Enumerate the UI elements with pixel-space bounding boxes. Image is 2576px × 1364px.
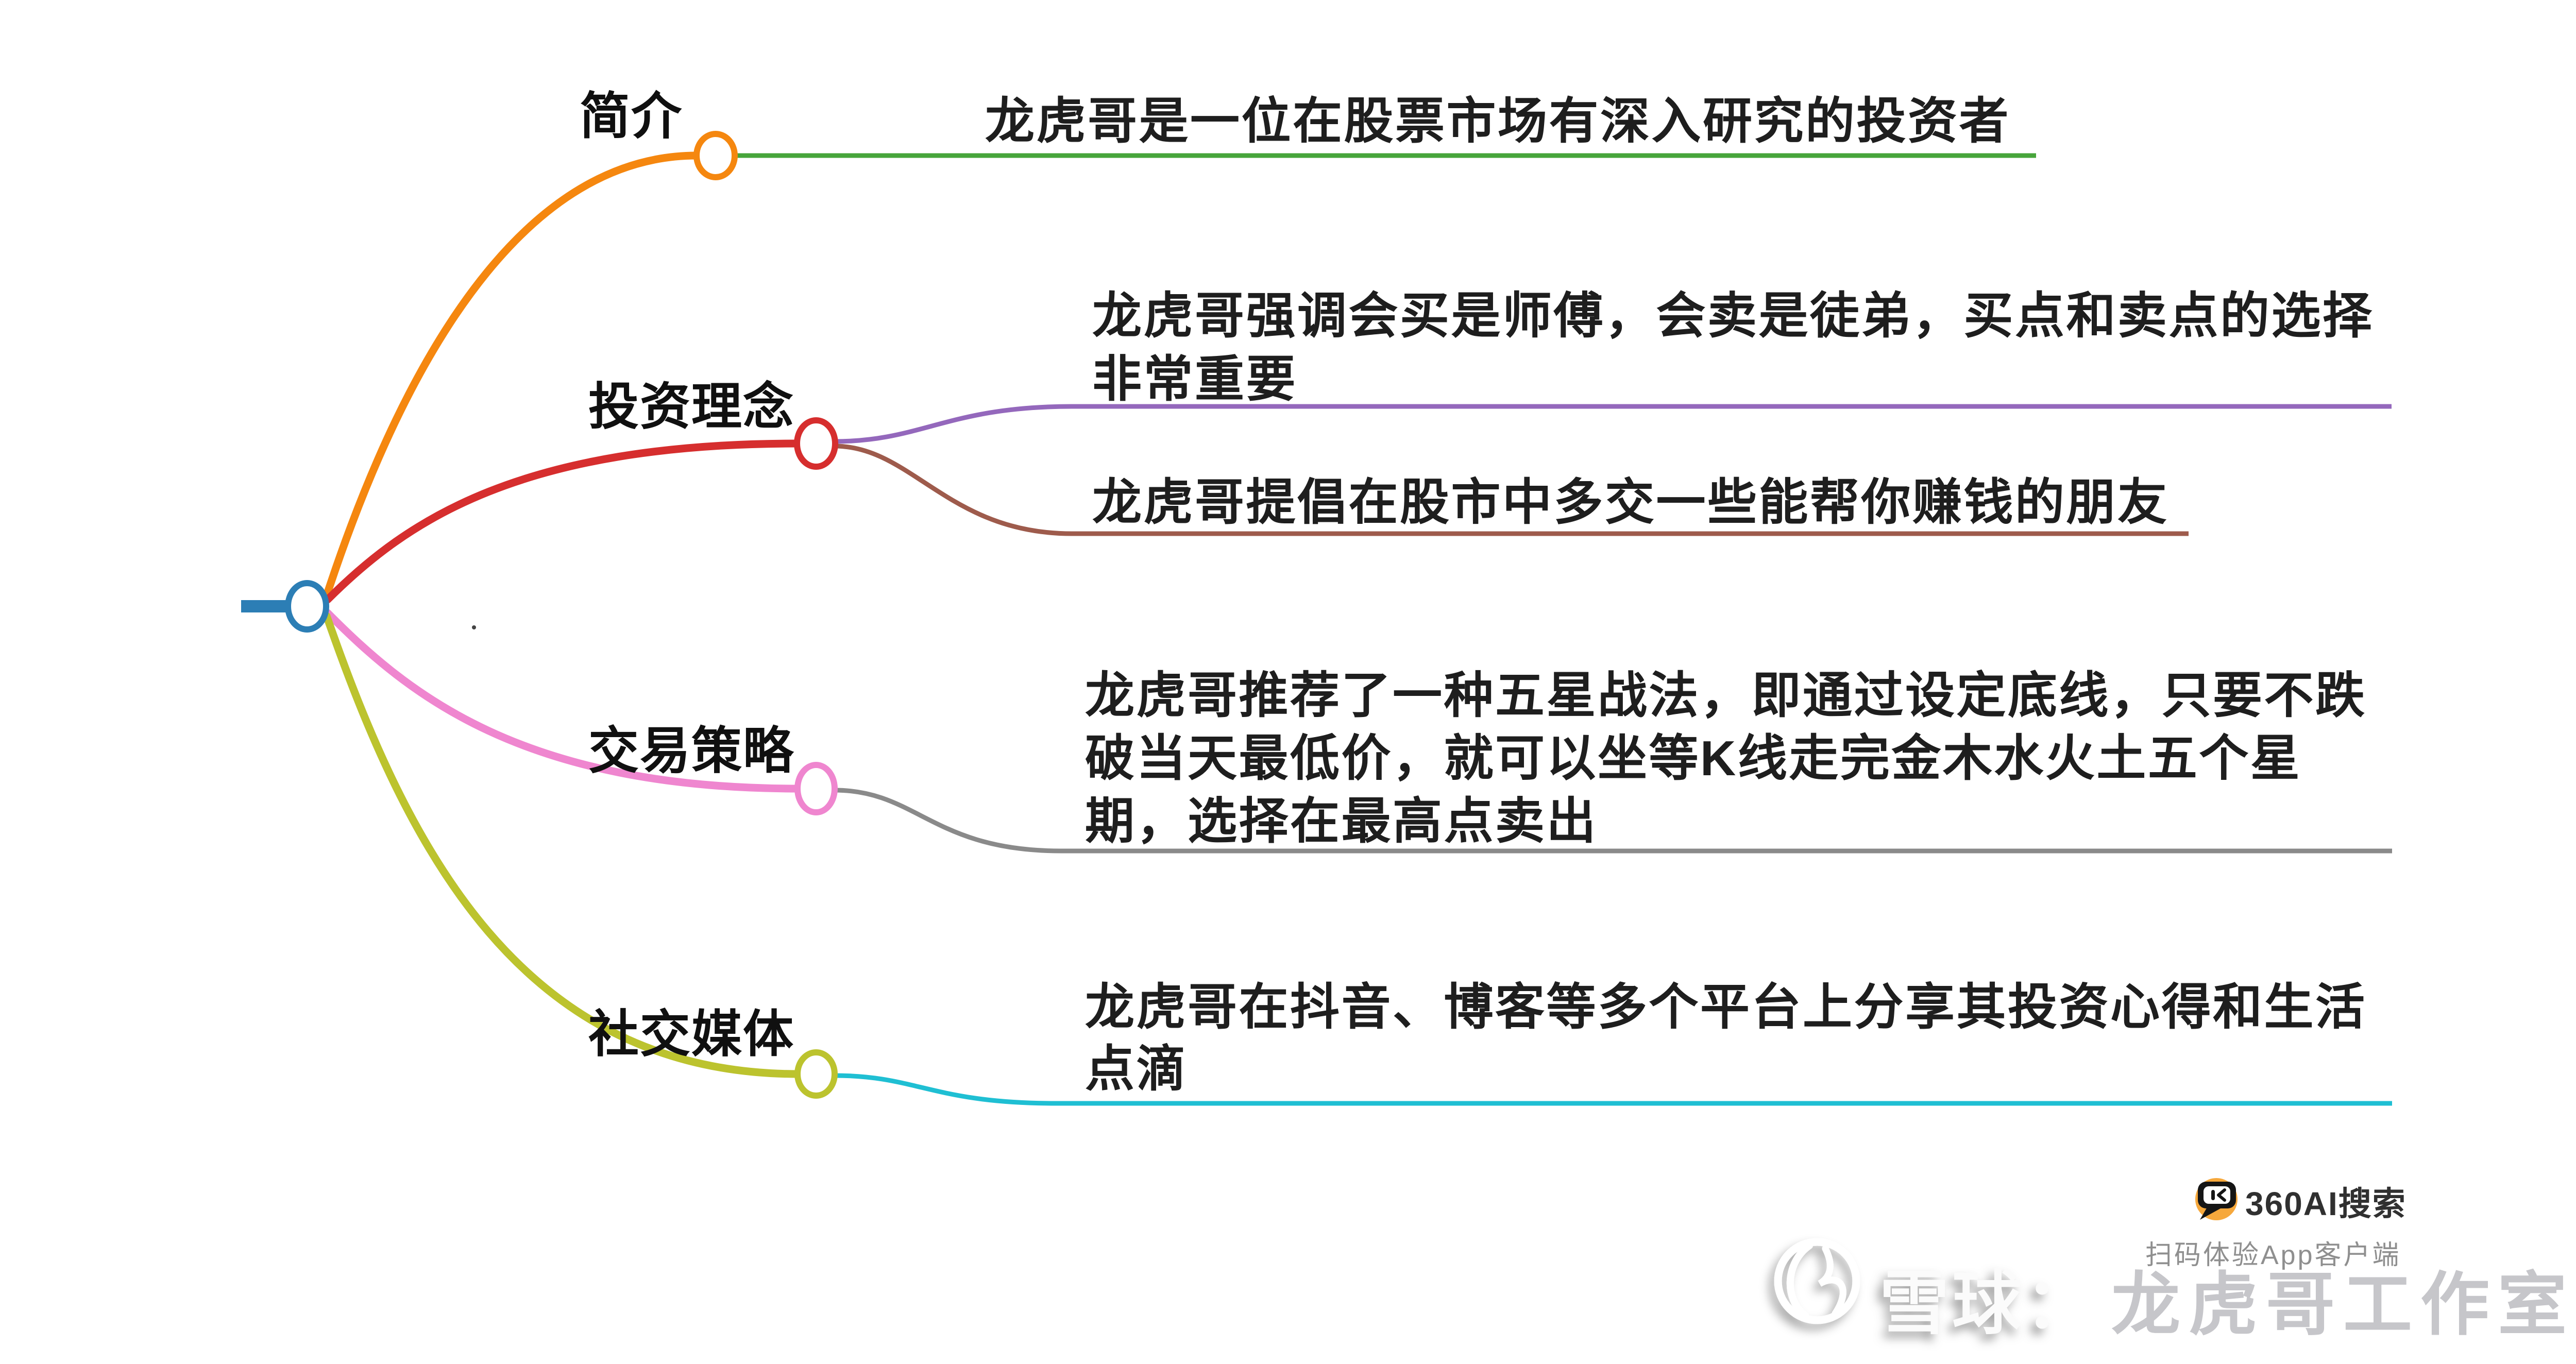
- child-line-philosophy-1: [834, 404, 2392, 444]
- child-text-philosophy-2: 龙虎哥提倡在股市中多交一些能帮你赚钱的朋友: [1092, 472, 2411, 534]
- child-line-social: [834, 1073, 2392, 1106]
- branch-label-strategy: 交易策略: [588, 722, 794, 779]
- child-line-philosophy-2: [834, 444, 2189, 536]
- text-line: 非常重要: [1092, 352, 1297, 407]
- branch-curve-social: [323, 612, 802, 1078]
- text-line: 点滴: [1085, 1042, 1188, 1097]
- child-text-intro: 龙虎哥是一位在股票市场有深入研究的投资者: [985, 91, 2170, 152]
- brand-360ai-logo-icon: [2195, 1178, 2238, 1220]
- node-circle-social: [794, 1049, 838, 1099]
- branch-curve-intro: [323, 151, 701, 600]
- watermark-studio-name: 龙虎哥工作室: [2111, 1267, 2575, 1343]
- xueqiu-logo-icon: [1774, 1238, 1860, 1324]
- child-line-strategy: [834, 788, 2392, 854]
- branch-label-philosophy: 投资理念: [588, 378, 794, 435]
- text-line: 龙虎哥是一位在股票市场有深入研究的投资者: [985, 94, 2010, 149]
- text-line: 期，选择在最高点卖出: [1085, 794, 1598, 849]
- text-line: 龙虎哥提倡在股市中多交一些能帮你赚钱的朋友: [1092, 475, 2169, 530]
- child-text-social: 龙虎哥在抖音、博客等多个平台上分享其投资心得和生活 点滴: [1085, 977, 2404, 1100]
- stray-dot: [472, 625, 476, 629]
- child-text-philosophy-1: 龙虎哥强调会买是师傅，会卖是徒弟，买点和卖点的选择 非常重要: [1092, 284, 2411, 411]
- node-circle-philosophy: [794, 417, 838, 470]
- branch-curve-philosophy: [324, 439, 802, 604]
- branch-label-intro: 简介: [579, 88, 683, 144]
- text-line: 龙虎哥在抖音、博客等多个平台上分享其投资心得和生活: [1085, 980, 2367, 1035]
- node-circle-intro: [693, 131, 738, 180]
- text-line: 龙虎哥强调会买是师傅，会卖是徒弟，买点和卖点的选择: [1092, 288, 2374, 344]
- brand-360ai-label: 360AI搜索: [2245, 1185, 2406, 1222]
- child-text-strategy: 龙虎哥推荐了一种五星战法，即通过设定底线，只要不跌 破当天最低价，就可以坐等K线…: [1085, 664, 2404, 853]
- branch-label-social: 社交媒体: [588, 1005, 794, 1062]
- root-node-circle: [285, 580, 329, 633]
- watermark-xueqiu-text: 雪球：: [1879, 1265, 2097, 1342]
- text-line: 破当天最低价，就可以坐等K线走完金木水火土五个星: [1085, 731, 2302, 786]
- scan-app-hint: 扫码体验App客户端: [2145, 1240, 2401, 1270]
- text-line: 龙虎哥推荐了一种五星战法，即通过设定底线，只要不跌: [1085, 668, 2367, 723]
- node-circle-strategy: [794, 762, 838, 815]
- branch-curve-strategy: [324, 609, 802, 793]
